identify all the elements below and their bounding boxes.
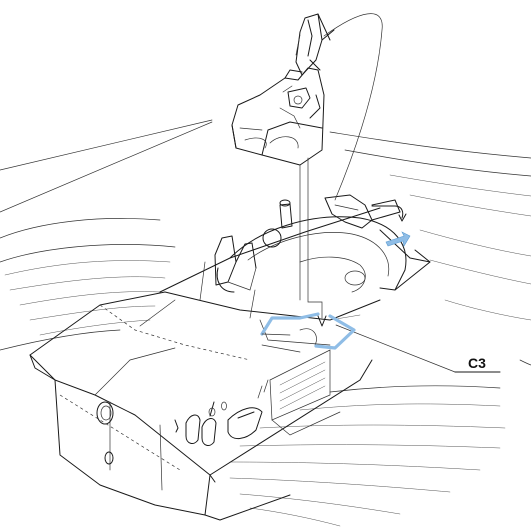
- part-label-c3: C3: [468, 355, 486, 371]
- direction-arrow: [385, 231, 411, 247]
- part-callout-c3: C3: [454, 355, 501, 373]
- highlighted-part-c3: [260, 312, 356, 350]
- cockpit-tub: [159, 194, 431, 353]
- right-wing-surface: [329, 131, 531, 366]
- seat-assembly: [231, 13, 335, 166]
- fuselage-body: [29, 291, 373, 521]
- left-wing-surface: [0, 218, 176, 351]
- assembly-leader-lines: [0, 13, 456, 373]
